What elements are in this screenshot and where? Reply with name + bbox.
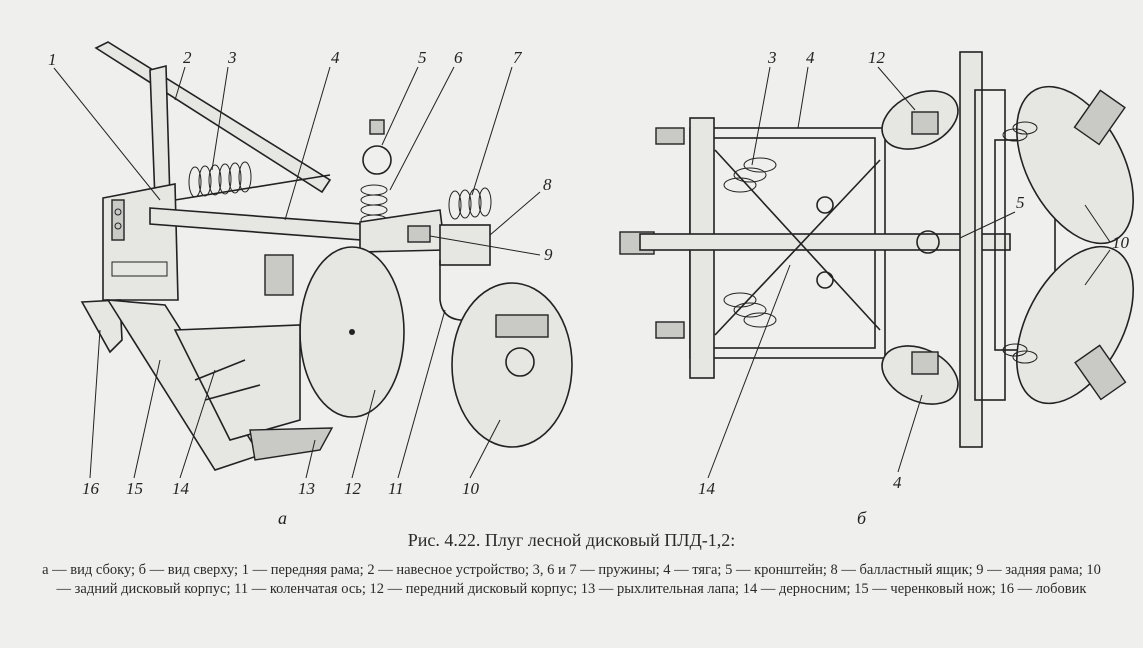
callout-b-4-top: 4 (806, 48, 815, 67)
side-view-drawing (80, 41, 573, 471)
plow-drawing: 1 2 3 4 5 6 7 8 9 10 11 12 13 14 15 16 а (48, 41, 1135, 525)
callout-3: 3 (227, 48, 237, 67)
callout-4: 4 (331, 48, 340, 67)
callout-b-10: 10 (1112, 233, 1130, 252)
callout-8: 8 (543, 175, 552, 194)
side-view-callouts: 1 2 3 4 5 6 7 8 9 10 11 12 13 14 15 16 а (48, 48, 553, 525)
view-a-label: а (278, 508, 287, 525)
callout-12: 12 (344, 479, 362, 498)
callout-16: 16 (82, 479, 100, 498)
top-view-callouts: 3 4 12 5 10 14 4 б (698, 48, 1130, 525)
figure-legend: а — вид сбоку; б — вид сверху; 1 — перед… (42, 562, 1101, 597)
callout-10: 10 (462, 479, 480, 498)
callout-14: 14 (172, 479, 190, 498)
callout-1: 1 (48, 50, 57, 69)
callout-15: 15 (126, 479, 143, 498)
callout-2: 2 (183, 48, 192, 67)
callout-6: 6 (454, 48, 463, 67)
callout-5: 5 (418, 48, 427, 67)
figure-caption: Рис. 4.22. Плуг лесной дисковый ПЛД-1,2: (407, 530, 736, 550)
callout-b-14: 14 (698, 479, 716, 498)
callout-b-5: 5 (1016, 193, 1025, 212)
callout-9: 9 (544, 245, 553, 264)
callout-b-3: 3 (767, 48, 777, 67)
callout-7: 7 (513, 48, 523, 67)
callout-11: 11 (388, 479, 404, 498)
view-b-label: б (857, 508, 867, 525)
callout-b-4-bottom: 4 (893, 473, 902, 492)
callout-13: 13 (298, 479, 315, 498)
callout-b-12: 12 (868, 48, 886, 67)
top-view-drawing (619, 51, 1135, 448)
